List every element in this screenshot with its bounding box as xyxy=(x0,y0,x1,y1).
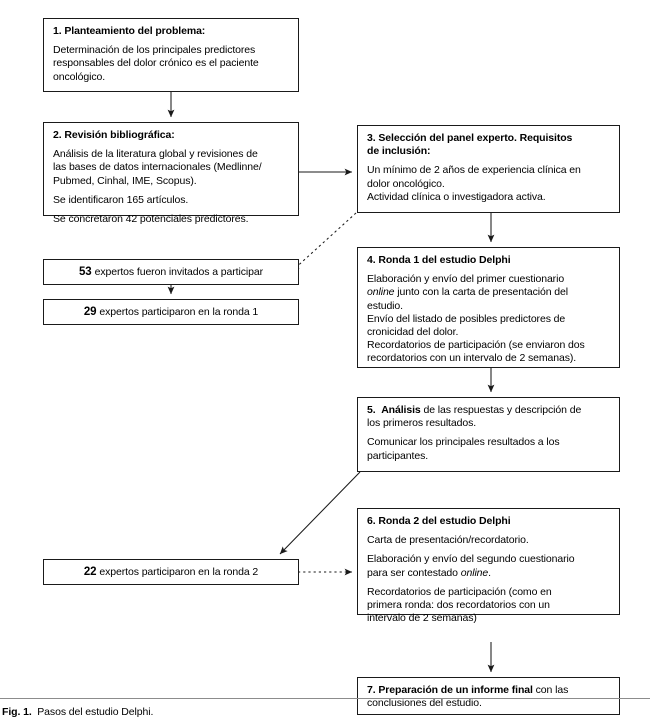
step1-line-3: oncológico. xyxy=(53,70,106,83)
step3-line-1: Un mínimo de 2 años de experiencia clíni… xyxy=(367,164,581,177)
step4-line-3: estudio. xyxy=(367,299,403,312)
step3-line-3: Actividad clínica o investigadora activa… xyxy=(367,190,546,203)
step1-line-2: responsables del dolor crónico es el pac… xyxy=(53,57,259,70)
step1-title-text: 1. Planteamiento del problema: xyxy=(53,25,206,37)
step6-line-3-post: . xyxy=(488,566,491,579)
step6-line-1: Carta de presentación/recordatorio. xyxy=(367,534,529,547)
step6-line-3-pre: para ser contestado xyxy=(367,566,461,579)
step6-line-3: para ser contestado online. xyxy=(367,567,611,580)
step4-line-4: Envío del listado de posibles predictore… xyxy=(367,312,566,325)
step3-title-text-2: de inclusión: xyxy=(367,145,431,158)
step1-line-1: Determinación de los principales predict… xyxy=(53,44,256,57)
step1-title: 1. Planteamiento del problema: xyxy=(53,25,290,38)
step3-title-line-2: de inclusión: xyxy=(367,145,611,158)
step4-line-6: Recordatorios de participación (se envia… xyxy=(367,339,585,352)
step6-title: 6. Ronda 2 del estudio Delphi xyxy=(367,515,611,528)
step5-line-3: participantes. xyxy=(367,449,429,462)
figure-caption-text: Pasos del estudio Delphi. xyxy=(37,706,154,718)
tally-round1-text: expertos participaron en la ronda 1 xyxy=(99,306,259,318)
step5-line-2: Comunicar los principales resultados a l… xyxy=(367,436,560,449)
figure-caption-label: Fig. 1. xyxy=(2,706,32,718)
step6-line-5: primera ronda: dos recordatorios con un xyxy=(367,599,550,612)
step6-line-6: intervalo de 2 semanas) xyxy=(367,612,477,625)
step4-line-2: online junto con la carta de presentació… xyxy=(367,286,611,299)
step4-line-1: Elaboración y envío del primer cuestiona… xyxy=(367,273,565,286)
tally-round2-count: 22 xyxy=(83,566,97,578)
step7-title-keyword: Preparación de un informe final xyxy=(378,684,533,696)
tally-invited-text: expertos fueron invitados a participar xyxy=(94,266,263,278)
box-step-2[interactable]: 2. Revisión bibliográfica: Análisis de l… xyxy=(43,122,299,225)
step6-line-2: Elaboración y envío del segundo cuestion… xyxy=(367,553,575,566)
step4-line-7: recordatorios con un intervalo de 2 sema… xyxy=(367,352,577,365)
step5-title: 5. Análisis de las respuestas y descripc… xyxy=(367,404,611,417)
step5-line-1: los primeros resultados. xyxy=(367,417,477,430)
step7-title-number: 7. xyxy=(367,684,376,696)
step5-title-keyword: Análisis xyxy=(381,404,421,416)
step4-line-2-rest: junto con la carta de presentación del xyxy=(394,286,568,299)
box-step-3[interactable]: 3. Selección del panel experto. Requisit… xyxy=(357,125,620,213)
tally-invited-count: 53 xyxy=(79,266,92,278)
step4-online-emphasis: online xyxy=(367,286,395,299)
step4-title-text: 4. Ronda 1 del estudio Delphi xyxy=(367,254,511,266)
step6-title-text: 6. Ronda 2 del estudio Delphi xyxy=(367,515,511,527)
step2-line-1: Análisis de la literatura global y revis… xyxy=(53,148,258,161)
step7-line-1: conclusiones del estudio. xyxy=(367,697,482,710)
step5-title-rest: de las respuestas y descripción de xyxy=(420,404,582,416)
figure-caption: Fig. 1. Pasos del estudio Delphi. xyxy=(2,706,153,718)
step4-title: 4. Ronda 1 del estudio Delphi xyxy=(367,254,611,267)
box-step-4[interactable]: 4. Ronda 1 del estudio Delphi Elaboració… xyxy=(357,247,620,368)
connector-step3-to-invited xyxy=(291,212,357,272)
step6-line-4: Recordatorios de participación (como en xyxy=(367,585,552,598)
step6-online-emphasis: online xyxy=(460,566,489,579)
step5-title-number: 5. xyxy=(367,404,376,416)
step2-line-2: las bases de datos internacionales (Medl… xyxy=(53,161,262,174)
tally-round2-text: expertos participaron en la ronda 2 xyxy=(99,566,259,578)
step2-title: 2. Revisión bibliográfica: xyxy=(53,129,290,142)
step7-title-rest: con las xyxy=(532,684,569,696)
step7-title: 7. Preparación de un informe final con l… xyxy=(367,684,611,697)
box-step-1[interactable]: 1. Planteamiento del problema: Determina… xyxy=(43,18,299,92)
box-step-6[interactable]: 6. Ronda 2 del estudio Delphi Carta de p… xyxy=(357,508,620,624)
step2-line-3: Pubmed, Cinhal, IME, Scopus). xyxy=(53,174,197,187)
step4-line-5: cronicidad del dolor. xyxy=(367,326,459,339)
box-step-7[interactable]: 7. Preparación de un informe final con l… xyxy=(357,677,620,715)
step3-line-2: dolor oncológico. xyxy=(367,177,445,190)
step2-line-5: Se concretaron 42 potenciales predictore… xyxy=(53,213,249,226)
step2-title-text: 2. Revisión bibliográfica: xyxy=(53,129,175,141)
tally-round1-count: 29 xyxy=(83,306,97,318)
step3-title-line-1: 3. Selección del panel experto. Requisit… xyxy=(367,132,611,145)
step2-line-4: Se identificaron 165 artículos. xyxy=(53,193,189,206)
caption-divider xyxy=(0,698,650,699)
connector-step5-to-round2 xyxy=(279,471,361,555)
step3-title-text-1: 3. Selección del panel experto. Requisit… xyxy=(367,132,573,144)
box-step-5[interactable]: 5. Análisis de las respuestas y descripc… xyxy=(357,397,620,472)
